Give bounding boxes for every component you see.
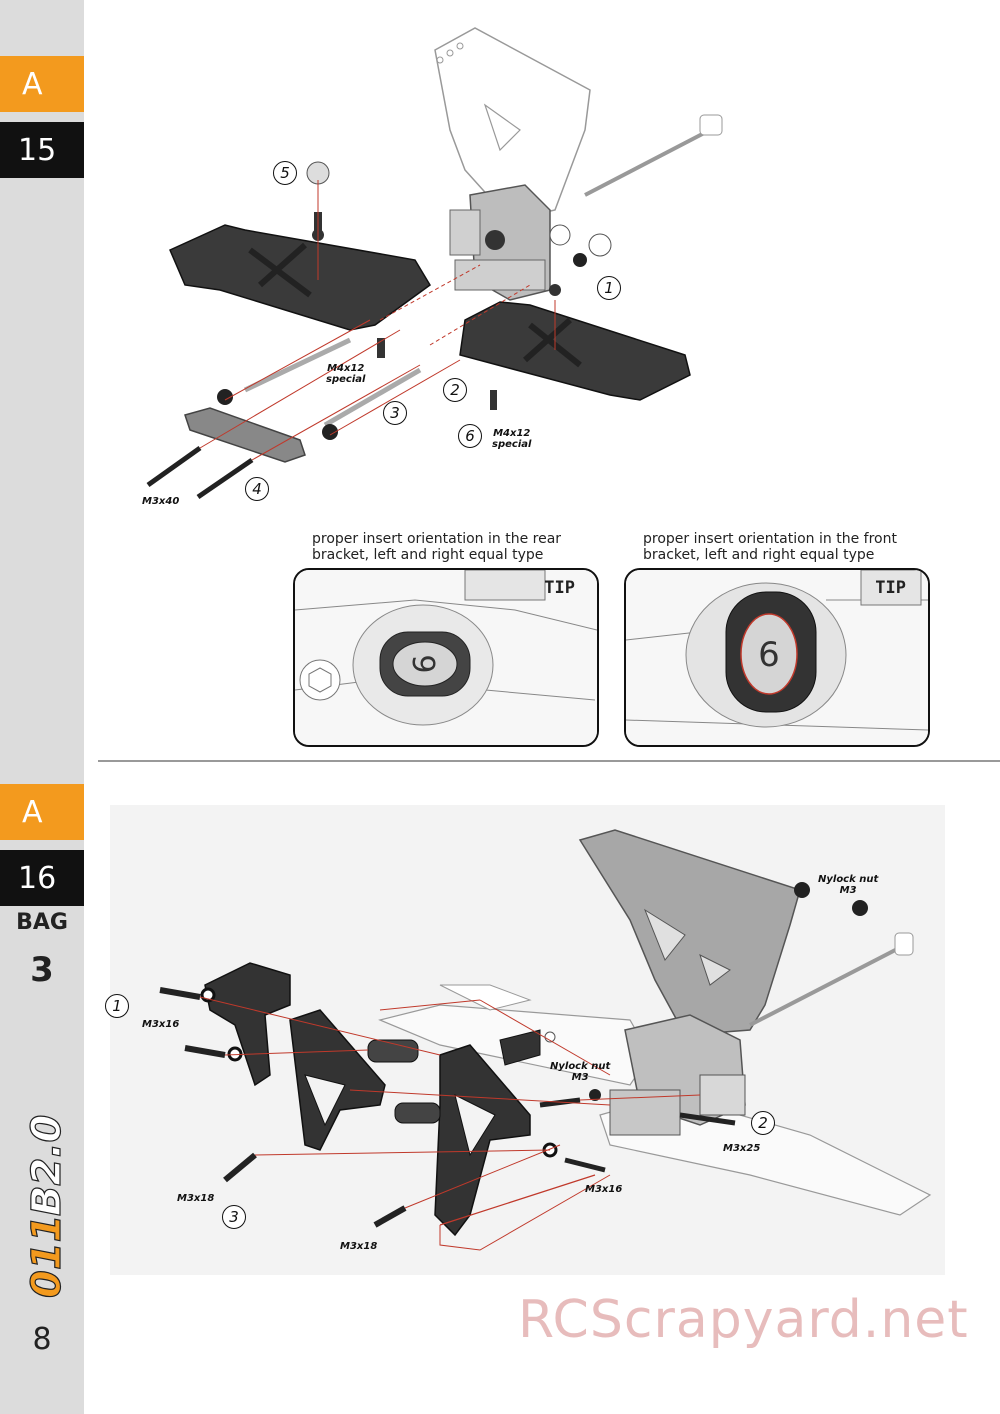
callout-number: 3: [383, 401, 407, 425]
watermark: RCScrapyard.net: [518, 1290, 969, 1350]
screw-label: M4x12 special: [492, 428, 532, 450]
tip-label: TIP: [875, 578, 906, 598]
step-letter-tab: A: [0, 56, 84, 112]
tip-label: TIP: [544, 578, 575, 598]
bag-label: BAG: [16, 910, 68, 935]
tip-caption: proper insert orientation in the front b…: [643, 531, 897, 563]
step-letter-tab: A: [0, 784, 84, 840]
tip-caption: proper insert orientation in the rear br…: [312, 531, 562, 563]
insert-mark: 6: [408, 654, 443, 673]
tip-box-rear: 6 TIP: [293, 568, 599, 747]
step-number-tab: 15: [0, 122, 84, 178]
logo-text: B2.0: [24, 1115, 70, 1216]
screw-label: M4x12 special: [326, 363, 366, 385]
callout-number: 3: [222, 1205, 246, 1229]
screw-label: M3x40: [142, 496, 180, 507]
tip-box-front: 6 TIP: [624, 568, 930, 747]
callout-number: 2: [751, 1111, 775, 1135]
callout-number: 5: [273, 161, 297, 185]
screw-label: M3x18: [340, 1241, 378, 1252]
nut-label: Nylock nut M3: [818, 874, 879, 896]
callout-number: 1: [105, 994, 129, 1018]
insert-mark: 6: [758, 635, 780, 675]
bag-number: 3: [30, 950, 54, 990]
page-number: 8: [32, 1322, 52, 1357]
step15-exploded-diagram: [146, 27, 723, 500]
svg-text:011: 011: [24, 1215, 70, 1299]
brand-logo: 011 B2.0: [22, 1100, 72, 1300]
callout-number: 6: [458, 424, 482, 448]
callout-number: 1: [597, 276, 621, 300]
screw-label: M3x16: [142, 1019, 180, 1030]
step-number-tab: 16: [0, 850, 84, 906]
screw-label: M3x25: [723, 1143, 761, 1154]
section-divider: [98, 760, 1000, 762]
callout-number: 4: [245, 477, 269, 501]
sidebar: [0, 0, 84, 1414]
nut-label: Nylock nut M3: [550, 1061, 611, 1083]
step16-exploded-diagram: [110, 805, 945, 1275]
callout-number: 2: [443, 378, 467, 402]
screw-label: M3x16: [585, 1184, 623, 1195]
screw-label: M3x18: [177, 1193, 215, 1204]
